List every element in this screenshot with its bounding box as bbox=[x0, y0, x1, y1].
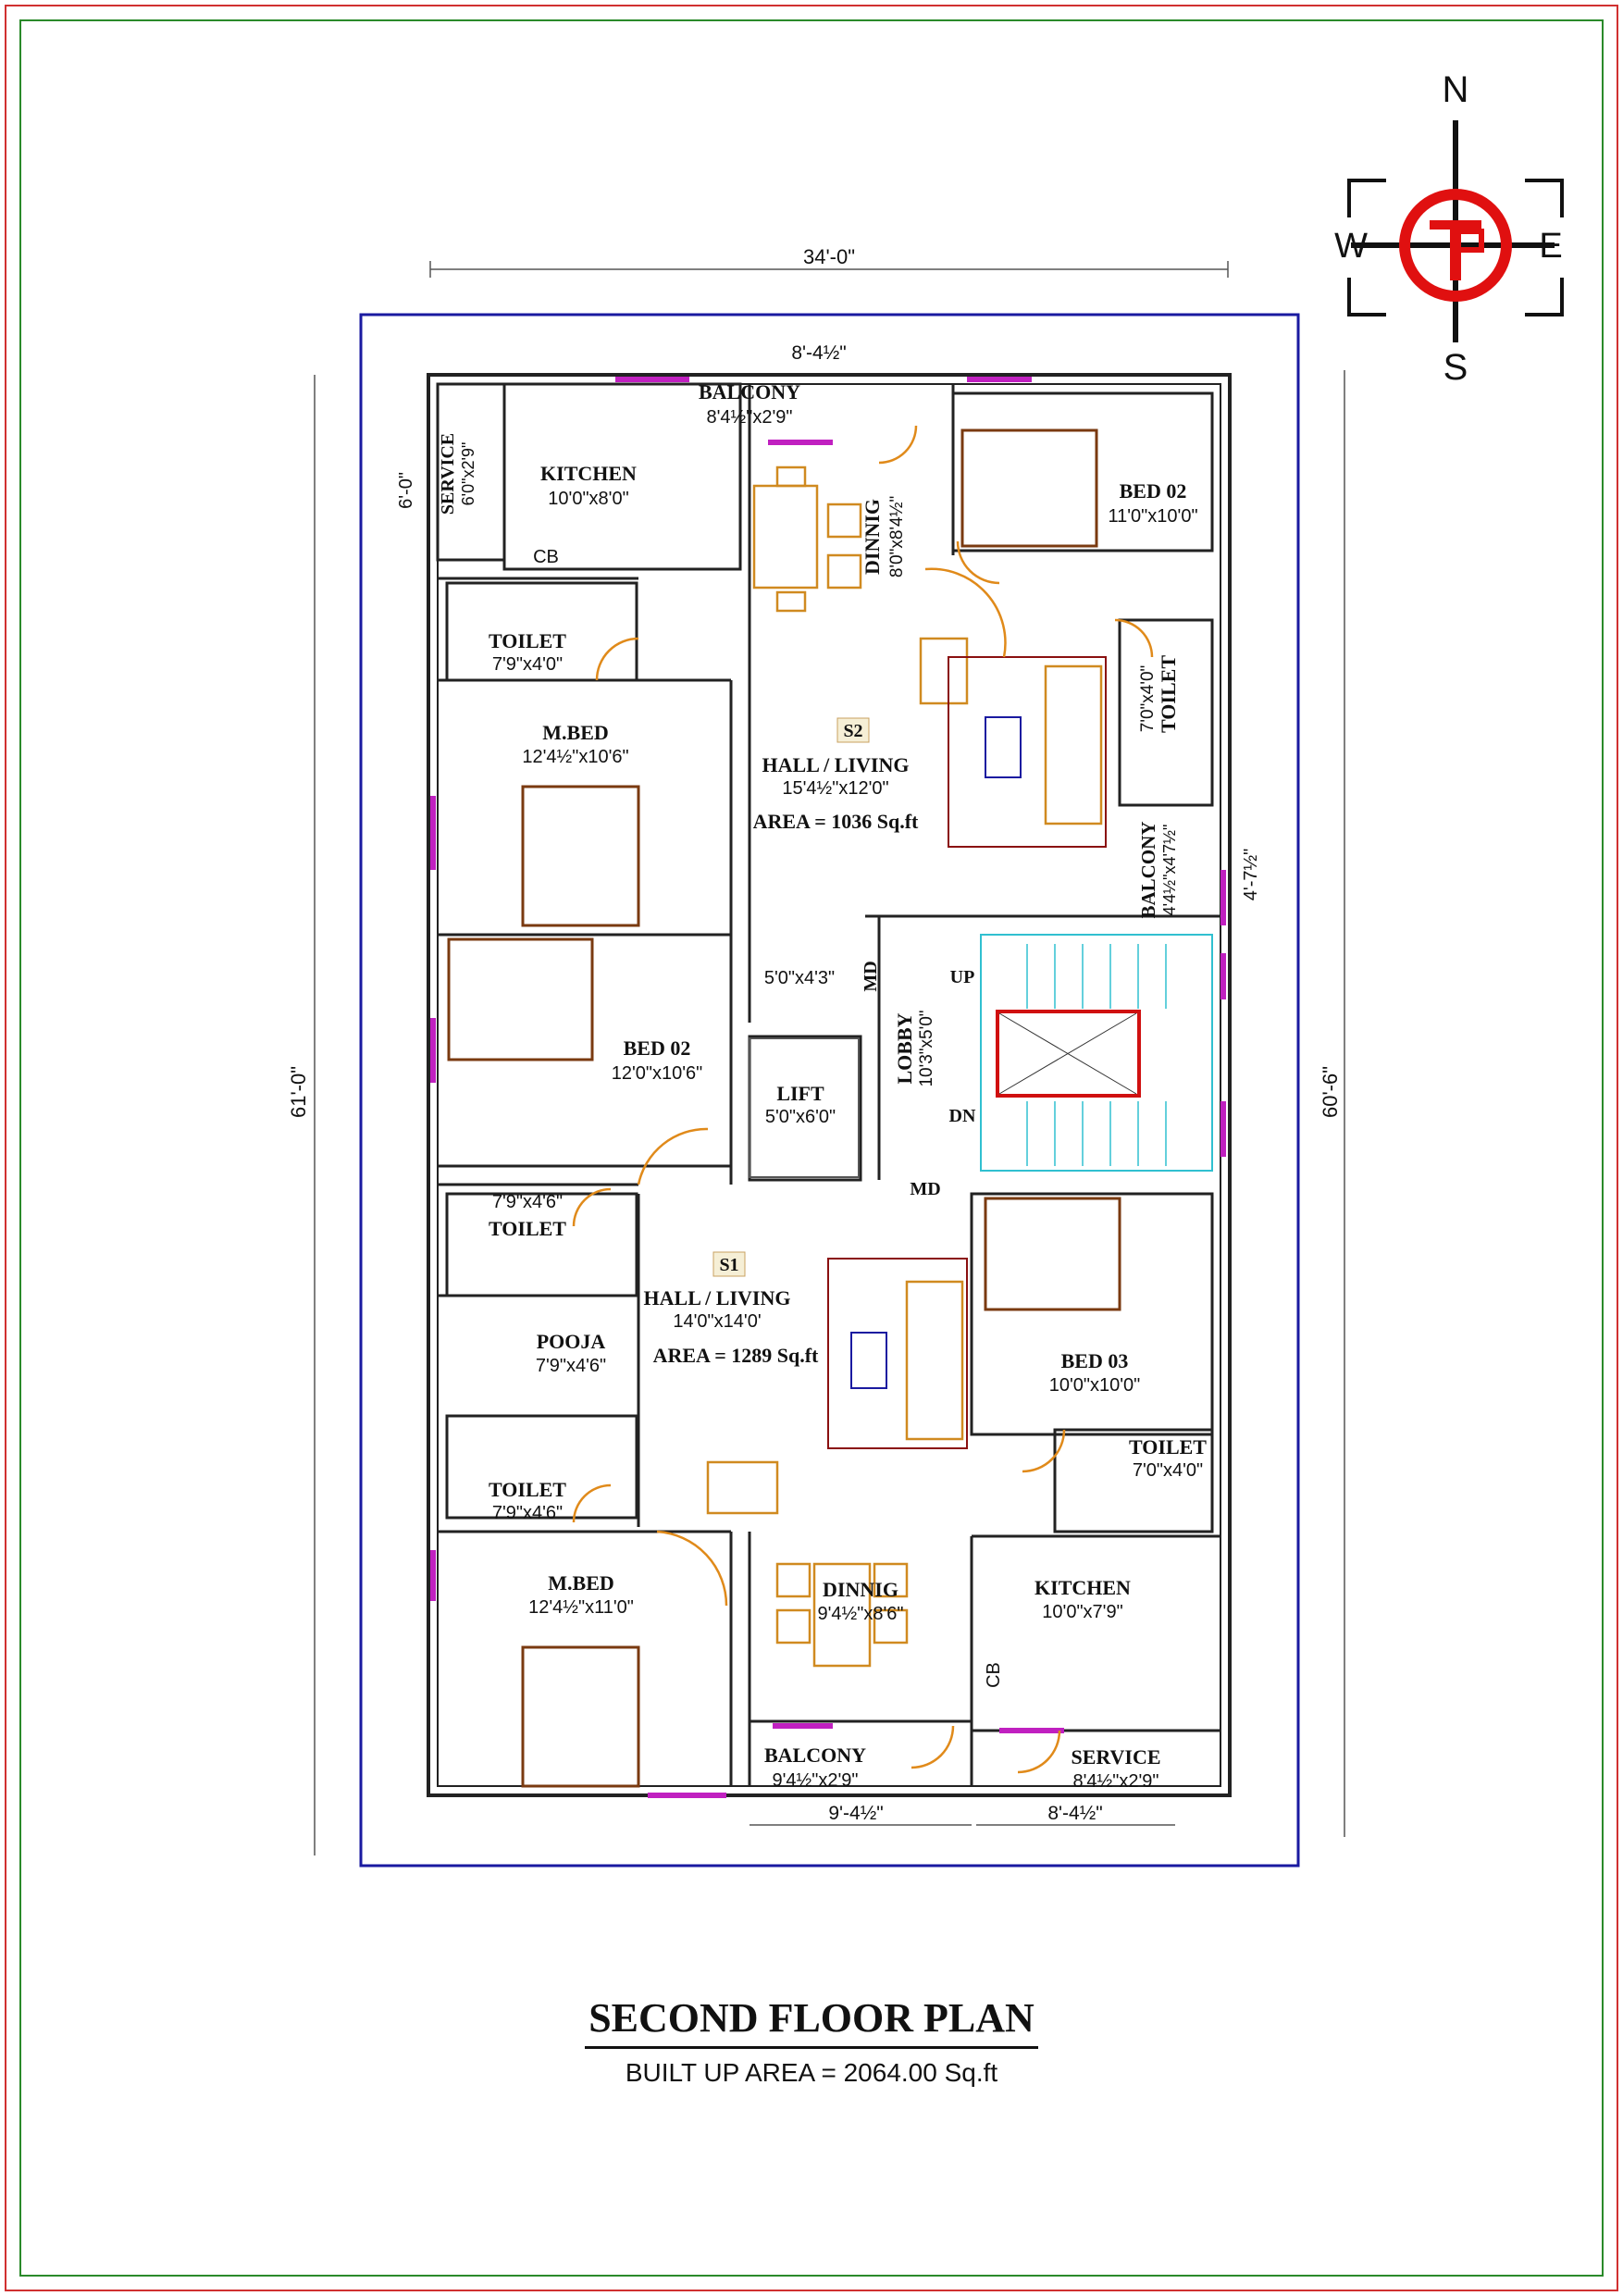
balcony-bottom-size: 9'4½"x2'9" bbox=[772, 1770, 858, 1791]
lift-name: LIFT bbox=[776, 1082, 824, 1105]
cb-top-label: CB bbox=[533, 547, 559, 567]
built-up-area: BUILT UP AREA = 2064.00 Sq.ft bbox=[625, 2058, 998, 2087]
stair-up-label: UP bbox=[950, 967, 975, 987]
compass-w-label: W bbox=[1334, 227, 1368, 266]
balcony-east-size: 4'4½"x4'7½" bbox=[1160, 825, 1179, 916]
service-height-label: 6'-0" bbox=[396, 472, 416, 509]
east-balcony-height-label: 4'-7½" bbox=[1241, 849, 1261, 901]
toilet-nw-size: 7'9"x4'0" bbox=[492, 654, 563, 675]
right-depth-label: 60'-6" bbox=[1319, 1066, 1342, 1118]
lobby-size: 10'3"x5'0" bbox=[917, 1010, 936, 1086]
balcony-east-name: BALCONY bbox=[1137, 821, 1159, 918]
dinning-bottom-size: 9'4½"x8'6" bbox=[817, 1604, 903, 1624]
room-labels: BALCONY 8'4½"x2'9" 8'-4½" KITCHEN 10'0"x… bbox=[396, 342, 1261, 1792]
kitchen-bottom-name: KITCHEN bbox=[1035, 1576, 1131, 1599]
lobby-name: LOBBY bbox=[893, 1012, 916, 1084]
toilet-w2-size: 7'9"x4'6" bbox=[492, 1503, 563, 1523]
right-depth-dimension: 60'-6" bbox=[1319, 370, 1345, 1837]
bed02-w-name: BED 02 bbox=[624, 1036, 691, 1060]
unit-s2-hall-size: 15'4½"x12'0" bbox=[782, 778, 888, 799]
mbed-top-size: 12'4½"x10'6" bbox=[522, 747, 628, 767]
lift-shaft bbox=[996, 1010, 1141, 1098]
mbed-bottom-name: M.BED bbox=[548, 1571, 614, 1595]
dinning-bottom-name: DINNIG bbox=[823, 1578, 898, 1601]
bed03-size: 10'0"x10'0" bbox=[1049, 1375, 1141, 1396]
dinning-top-name: DINNIG bbox=[861, 499, 884, 575]
plan-title: SECOND FLOOR PLAN bbox=[0, 1994, 1623, 2049]
unit-s2-tag: S2 bbox=[843, 721, 862, 741]
toilet-w2-name: TOILET bbox=[489, 1478, 566, 1501]
toilet-ne-size: 7'0"x4'0" bbox=[1138, 665, 1158, 733]
balcony-top-size: 8'4½"x2'9" bbox=[706, 407, 792, 428]
bed-furniture bbox=[447, 428, 1121, 1788]
left-depth-label: 61'-0" bbox=[287, 1066, 310, 1118]
north-compass-icon: N S W E bbox=[1334, 69, 1564, 388]
unit-s1-hall-size: 14'0"x14'0' bbox=[673, 1311, 761, 1332]
service-bottom-size: 8'4½"x2'9" bbox=[1072, 1771, 1158, 1792]
pooja-name: POOJA bbox=[537, 1330, 606, 1353]
dinning-top-size: 8'0"x8'4½" bbox=[887, 496, 907, 577]
unit-s1-tag: S1 bbox=[719, 1255, 738, 1275]
compass-e-label: E bbox=[1539, 227, 1562, 266]
lift-box bbox=[749, 1037, 860, 1178]
service-bottom-name: SERVICE bbox=[1071, 1745, 1160, 1769]
balcony-bottom-name: BALCONY bbox=[764, 1744, 866, 1767]
bottom-service-width-label: 8'-4½" bbox=[1047, 1803, 1102, 1824]
bed02-ne-size: 11'0"x10'0" bbox=[1108, 506, 1197, 527]
windows bbox=[430, 377, 1226, 1798]
dining-furniture bbox=[752, 465, 909, 1668]
service-top-name: SERVICE bbox=[438, 433, 458, 515]
unit-s1-area: AREA = 1289 Sq.ft bbox=[653, 1344, 819, 1367]
top-balcony-width-label: 8'-4½" bbox=[791, 342, 846, 364]
bottom-balcony-width-label: 9'-4½" bbox=[828, 1803, 883, 1824]
overall-width-dimension: 34'-0" bbox=[429, 245, 1229, 278]
mbed-top-name: M.BED bbox=[542, 721, 609, 744]
plot-boundary bbox=[359, 313, 1300, 1868]
toilet-ne-name: TOILET bbox=[1157, 655, 1180, 733]
toilet-nw-name: TOILET bbox=[489, 629, 566, 652]
compass-n-label: N bbox=[1443, 69, 1469, 110]
plan-title-text: SECOND FLOOR PLAN bbox=[585, 1995, 1038, 2049]
sheet-border-inner bbox=[19, 19, 1604, 2277]
bed02-ne-name: BED 02 bbox=[1120, 479, 1187, 503]
living-furniture bbox=[706, 637, 1107, 1515]
staircase bbox=[980, 934, 1213, 1172]
compass-s-label: S bbox=[1443, 347, 1468, 388]
lift-size: 5'0"x6'0" bbox=[765, 1107, 836, 1127]
building-outline bbox=[427, 373, 1232, 1797]
unit-s1-hall-name: HALL / LIVING bbox=[644, 1286, 791, 1309]
toilet-se-size: 7'0"x4'0" bbox=[1133, 1460, 1203, 1481]
md-label-top: MD bbox=[861, 961, 881, 991]
overall-width-label: 34'-0" bbox=[803, 245, 855, 268]
unit-s2-hall-name: HALL / LIVING bbox=[762, 753, 910, 776]
pooja-size: 7'9"x4'6" bbox=[536, 1356, 606, 1376]
bed02-w-size: 12'0"x10'6" bbox=[612, 1063, 703, 1084]
door-swings bbox=[572, 425, 1154, 1774]
md-label-bottom: MD bbox=[910, 1179, 940, 1199]
md-size-label: 5'0"x4'3" bbox=[764, 968, 835, 988]
service-top-size: 6'0"x2'9" bbox=[459, 442, 477, 506]
toilet-se-name: TOILET bbox=[1129, 1435, 1207, 1458]
kitchen-top-size: 10'0"x8'0" bbox=[548, 489, 628, 509]
toilet-w1-name: TOILET bbox=[489, 1217, 566, 1240]
unit-s2-area: AREA = 1036 Sq.ft bbox=[753, 810, 919, 833]
sheet-border-outer bbox=[5, 5, 1618, 2291]
kitchen-top-name: KITCHEN bbox=[540, 462, 637, 485]
kitchen-bottom-size: 10'0"x7'9" bbox=[1042, 1602, 1122, 1622]
bed03-name: BED 03 bbox=[1061, 1349, 1129, 1372]
left-depth-dimension: 61'-0" bbox=[287, 375, 316, 1855]
bottom-dimensions: 9'-4½" 8'-4½" bbox=[750, 1803, 1175, 1826]
internal-walls bbox=[436, 382, 1220, 1786]
stair-dn-label: DN bbox=[949, 1106, 976, 1126]
balcony-top-name: BALCONY bbox=[699, 380, 800, 403]
mbed-bottom-size: 12'4½"x11'0" bbox=[528, 1597, 634, 1618]
toilet-w1-size: 7'9"x4'6" bbox=[492, 1192, 563, 1212]
cb-bottom-label: CB bbox=[984, 1662, 1004, 1688]
